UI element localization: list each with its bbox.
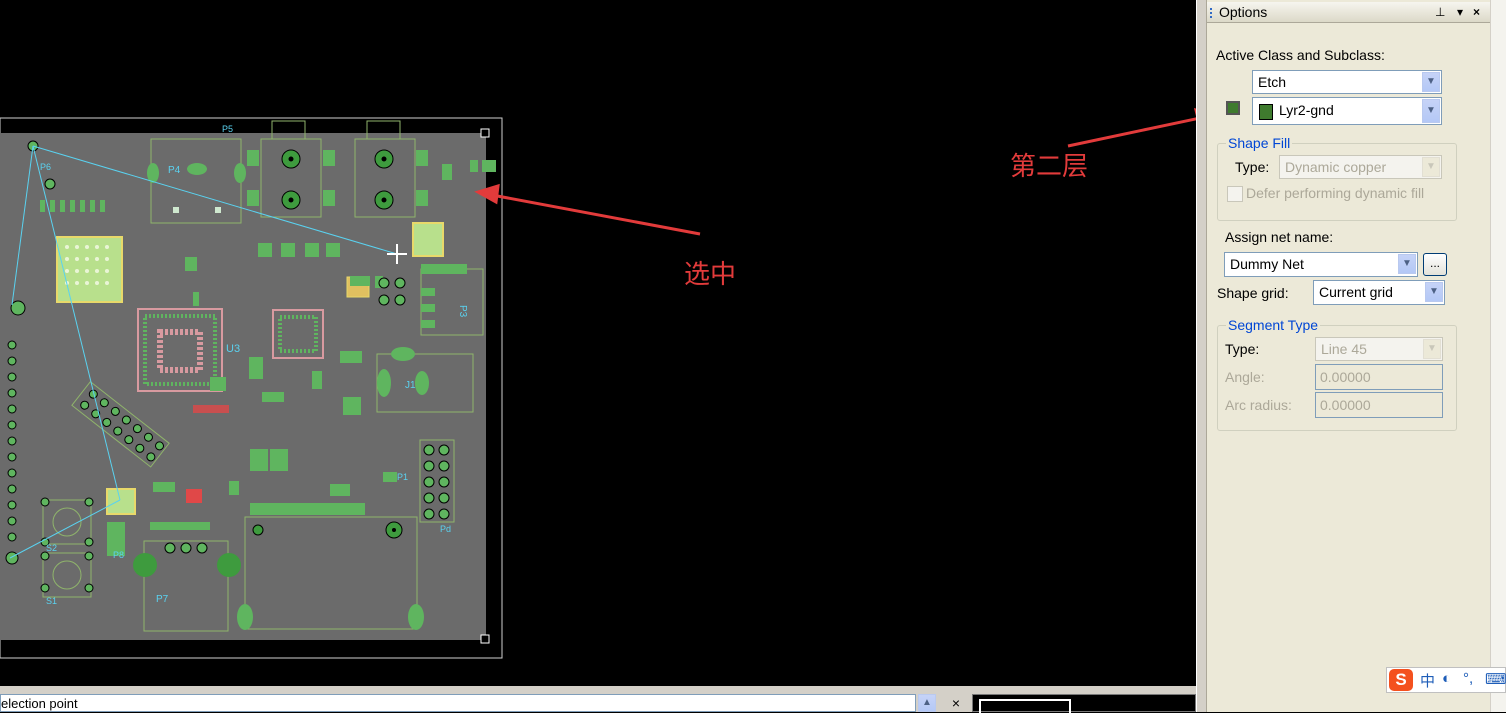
- subclass-select[interactable]: Lyr2-gnd ▼: [1252, 97, 1442, 125]
- crosshair-cursor: [387, 244, 407, 264]
- subclass-color-chip: [1259, 104, 1273, 120]
- refdes-label: Pd: [440, 524, 451, 534]
- world-view-window[interactable]: [972, 694, 1196, 713]
- refdes-label: S1: [46, 596, 57, 606]
- angle-input[interactable]: 0.00000: [1315, 364, 1443, 390]
- view-rectangle: [979, 699, 1071, 713]
- selection-handle[interactable]: [480, 128, 490, 138]
- connector-outline: [271, 120, 306, 140]
- chevron-down-icon[interactable]: ▼: [1422, 99, 1440, 123]
- assign-net-label: Assign net name:: [1225, 229, 1334, 245]
- refdes-label: P1: [397, 472, 408, 482]
- refdes-label: J1: [405, 380, 416, 391]
- grip-icon[interactable]: [1210, 8, 1216, 18]
- active-class-label: Active Class and Subclass:: [1216, 47, 1385, 63]
- refdes-label: P8: [113, 550, 124, 560]
- small-bga[interactable]: [412, 222, 444, 257]
- refdes-label: P4: [168, 165, 181, 176]
- browse-net-button[interactable]: ...: [1423, 253, 1447, 276]
- close-icon[interactable]: ×: [951, 695, 961, 711]
- segment-type-title: Segment Type: [1226, 317, 1321, 333]
- connector-outline: [366, 120, 401, 140]
- punctuation-toggle[interactable]: °,: [1463, 670, 1474, 687]
- panel-splitter[interactable]: [1196, 0, 1207, 712]
- ime-toolbar[interactable]: S 中 ◐ °, ⌨: [1386, 667, 1506, 693]
- options-title-bar: Options ⊥ ▾ ×: [1207, 2, 1491, 23]
- chevron-down-icon[interactable]: ▼: [1398, 254, 1416, 274]
- chevron-down-icon[interactable]: ▾: [1457, 5, 1464, 19]
- refdes-label: P3: [457, 305, 468, 318]
- shape-grid-select[interactable]: Current grid ▼: [1313, 280, 1445, 305]
- shape-fill-group: [1217, 143, 1457, 221]
- fill-type-select[interactable]: Dynamic copper ▼: [1279, 155, 1442, 179]
- class-select[interactable]: Etch ▼: [1252, 70, 1442, 94]
- arc-radius-label: Arc radius:: [1225, 397, 1292, 413]
- chevron-down-icon[interactable]: ▼: [1422, 72, 1440, 92]
- options-title: Options: [1219, 4, 1268, 20]
- pcb-drawing: P3 J1 Pd P7: [0, 108, 1196, 659]
- refdes-label: U3: [226, 343, 240, 355]
- net-name-value: Dummy Net: [1230, 256, 1304, 272]
- arc-radius-input[interactable]: 0.00000: [1315, 392, 1443, 418]
- panel-scrollbar[interactable]: [1490, 0, 1506, 712]
- defer-fill-label: Defer performing dynamic fill: [1246, 185, 1425, 201]
- arc-radius-value: 0.00000: [1320, 397, 1371, 413]
- pin-icon[interactable]: ⊥: [1435, 5, 1446, 19]
- command-console[interactable]: election point: [0, 694, 916, 712]
- defer-fill-checkbox[interactable]: [1227, 186, 1243, 202]
- board-outline: [0, 117, 503, 659]
- segment-type-group: [1217, 325, 1457, 431]
- chevron-down-icon[interactable]: ▼: [1425, 282, 1443, 302]
- selection-handle[interactable]: [480, 634, 490, 644]
- fill-type-value: Dynamic copper: [1285, 159, 1387, 175]
- angle-label: Angle:: [1225, 369, 1265, 385]
- shape-grid-value: Current grid: [1319, 284, 1393, 300]
- chevron-down-icon: ▼: [1423, 339, 1441, 359]
- refdes-label: P6: [40, 162, 51, 172]
- annotation-selected: 选中: [684, 260, 737, 290]
- shape-fill-title: Shape Fill: [1226, 135, 1293, 151]
- refdes-label: P7: [156, 594, 169, 605]
- pcb-canvas[interactable]: P3 J1 Pd P7: [0, 0, 1196, 686]
- segment-type-value: Line 45: [1321, 341, 1367, 357]
- annotation-layer2: 第二层: [1010, 152, 1089, 182]
- keyboard-icon[interactable]: ⌨: [1485, 671, 1506, 688]
- annotation-arrows: [474, 108, 1196, 236]
- subclass-select-value: Lyr2-gnd: [1279, 102, 1334, 118]
- refdes-label: P5: [222, 124, 233, 134]
- sogou-logo-icon[interactable]: S: [1389, 669, 1413, 691]
- close-icon[interactable]: ×: [1473, 5, 1481, 19]
- chevron-up-icon[interactable]: ▲: [918, 694, 936, 712]
- segment-type-label: Type:: [1225, 341, 1260, 357]
- moon-icon[interactable]: ◐: [1442, 670, 1452, 687]
- net-name-select[interactable]: Dummy Net ▼: [1224, 252, 1418, 277]
- chinese-mode-toggle[interactable]: 中: [1420, 673, 1436, 690]
- fill-type-label: Type:: [1235, 159, 1270, 175]
- ratsnest: [9, 145, 398, 559]
- angle-value: 0.00000: [1320, 369, 1371, 385]
- shape-grid-label: Shape grid:: [1217, 285, 1289, 301]
- command-text: election point: [1, 696, 78, 711]
- qfp-chip[interactable]: [272, 309, 324, 359]
- qfp-chip[interactable]: [137, 308, 223, 392]
- chevron-down-icon: ▼: [1422, 157, 1440, 177]
- subclass-color-swatch[interactable]: [1226, 101, 1240, 115]
- class-select-value: Etch: [1258, 74, 1287, 90]
- options-panel: Options ⊥ ▾ × Active Class and Subclass:…: [1206, 0, 1491, 712]
- segment-type-select[interactable]: Line 45 ▼: [1315, 337, 1443, 361]
- refdes-label: S2: [46, 543, 57, 553]
